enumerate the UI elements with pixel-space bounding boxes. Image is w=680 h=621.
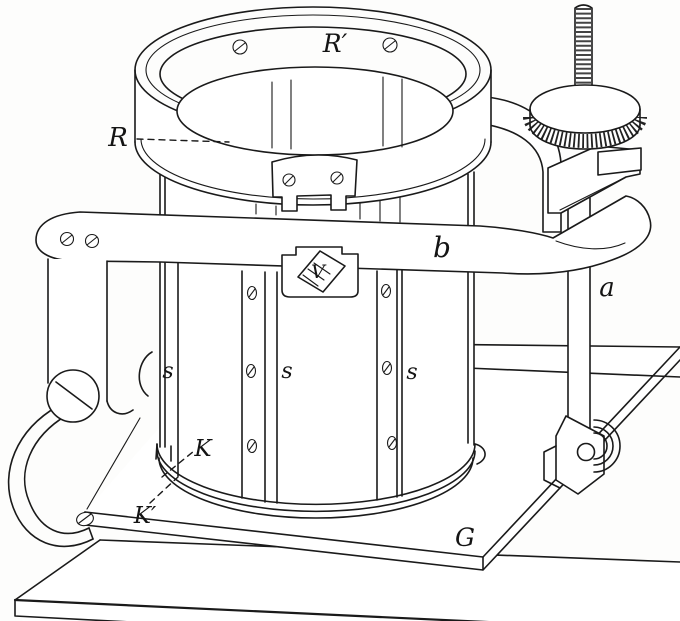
screw-head-icon <box>76 511 94 527</box>
top-ring <box>134 6 492 212</box>
clamp-block <box>597 147 642 176</box>
ring-bracket <box>271 154 358 212</box>
label-vane: V <box>311 261 327 283</box>
label-rim-upper: K <box>193 436 213 462</box>
label-crossbar: b <box>433 231 451 264</box>
leader-ring-band <box>136 138 230 143</box>
label-ring-band: R <box>107 123 128 153</box>
slats <box>177 261 403 504</box>
connecting-wire <box>7 351 153 548</box>
label-base-plate: G <box>455 523 475 552</box>
label-ring-rim-top: R′ <box>322 29 348 58</box>
screw-head-icon <box>232 37 398 55</box>
post-foot <box>543 415 621 495</box>
knurled-knob-icon <box>523 84 647 150</box>
screw-head-icon <box>245 283 398 454</box>
binding-screw <box>46 369 100 423</box>
leader-rim-upper <box>161 450 195 478</box>
screw-head-icon <box>59 231 100 249</box>
leader-rim-lower <box>149 476 179 504</box>
vane <box>281 246 359 298</box>
label-slat-right: s <box>406 360 417 385</box>
label-slat-center: s <box>281 359 292 384</box>
figure-labels: R′ R b a V s s s K K′ G <box>107 29 615 552</box>
label-slat-left: s <box>162 359 173 384</box>
crossbar <box>35 195 652 275</box>
wire-hook <box>138 351 153 397</box>
end-strap <box>47 258 134 415</box>
label-column: a <box>599 273 615 303</box>
screw-head-icon <box>282 171 344 187</box>
knob-assembly <box>523 4 647 214</box>
label-rim-lower: K′ <box>133 503 157 529</box>
